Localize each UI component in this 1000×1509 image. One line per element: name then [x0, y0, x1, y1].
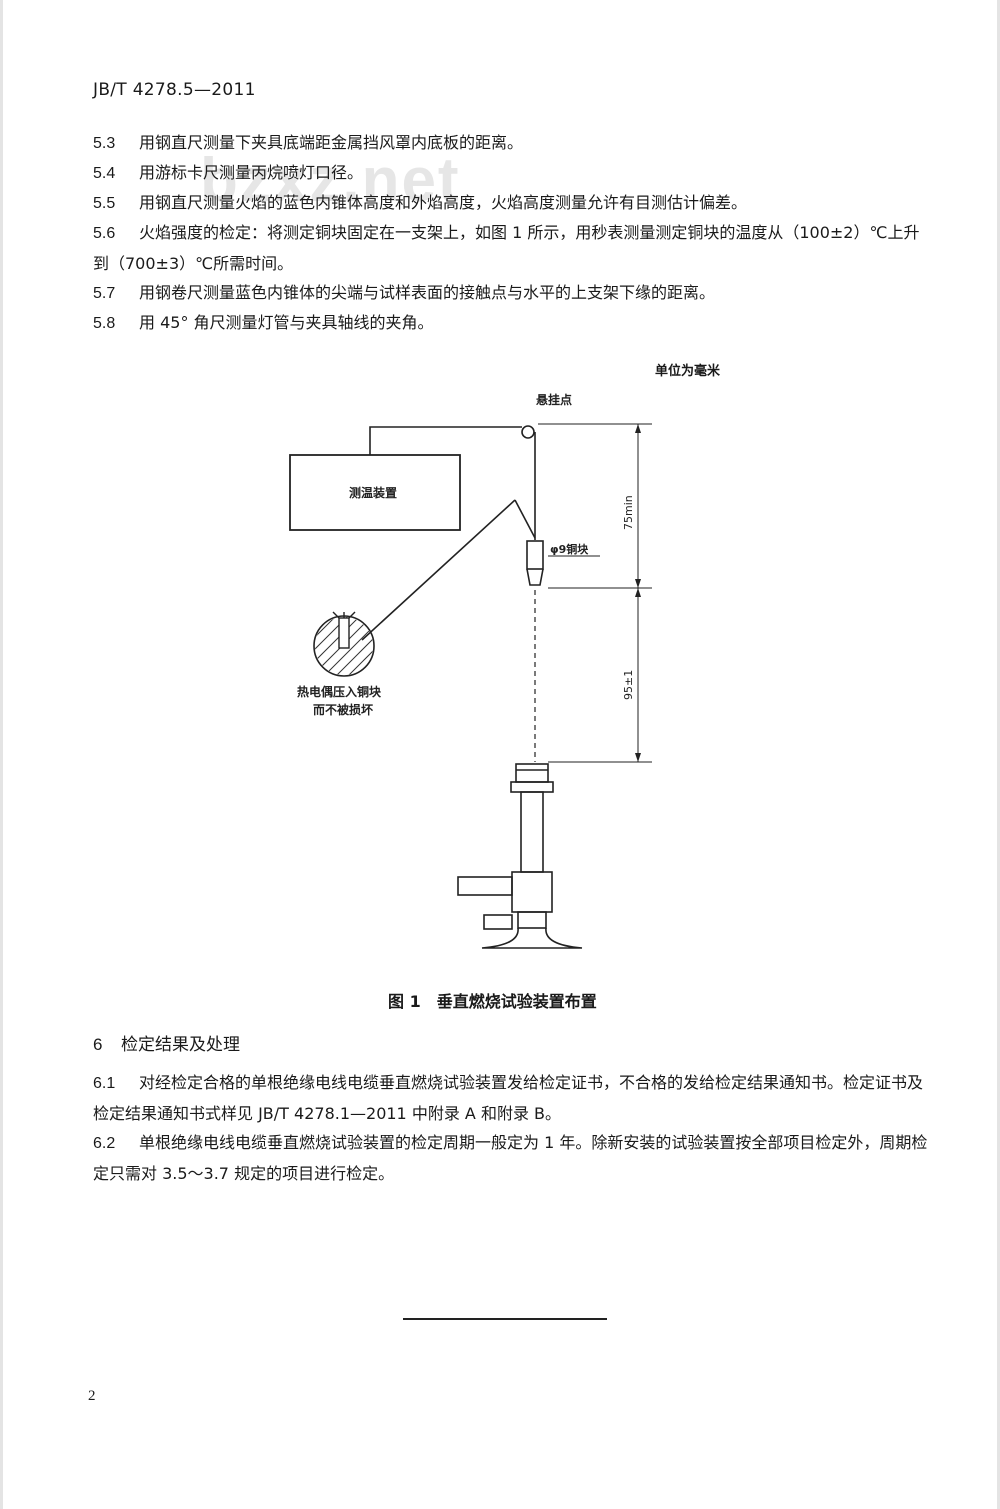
label-copper-block: φ9铜块: [550, 542, 589, 556]
wire: [369, 426, 522, 455]
clause-number: 5.3: [93, 135, 116, 152]
clause-text: 对经检定合格的单根绝缘电线电缆垂直燃烧试验装置发给检定证书，不合格的发给检定结果…: [93, 1073, 924, 1123]
burner-body: [511, 871, 553, 913]
clause-5-7: 5.7 用钢卷尺测量蓝色内锥体的尖端与试样表面的接触点与水平的上支架下缘的距离。: [93, 278, 933, 309]
gas-inlet-upper: [457, 876, 513, 896]
clause-5-3: 5.3 用钢直尺测量下夹具底端距金属挡风罩内底板的距离。: [93, 128, 933, 159]
thermocouple-probe: [338, 617, 350, 649]
clause-number: 6.1: [93, 1075, 116, 1092]
figure-caption: 图 1 垂直燃烧试验装置布置: [388, 992, 597, 1011]
clause-text: 单根绝缘电线电缆垂直燃烧试验装置的检定周期一般定为 1 年。除新安装的试验装置按…: [93, 1133, 928, 1183]
clause-text: 用游标卡尺测量丙烷喷灯口径。: [139, 163, 364, 182]
standard-number-header: JB/T 4278.5—2011: [93, 80, 256, 100]
clause-text: 用钢卷尺测量蓝色内锥体的尖端与试样表面的接触点与水平的上支架下缘的距离。: [139, 283, 716, 302]
section-title: 检定结果及处理: [121, 1035, 240, 1055]
clause-number: 5.4: [93, 165, 116, 182]
temperature-device-box: [289, 454, 461, 531]
burner-base: [481, 927, 583, 949]
thermocouple-leader: [361, 499, 516, 641]
label-thermocouple-line1: 热电偶压入铜块: [297, 684, 382, 699]
label-suspension-point: 悬挂点: [535, 392, 572, 407]
gas-inlet-lower: [483, 914, 513, 930]
section-number: 6: [93, 1035, 103, 1054]
clause-5-5: 5.5 用钢直尺测量火焰的蓝色内锥体高度和外焰高度，火焰高度测量允许有目测估计偏差…: [93, 188, 933, 219]
unit-note: 单位为毫米: [655, 364, 721, 379]
clause-number: 5.7: [93, 285, 116, 302]
burner-nozzle: [515, 763, 549, 783]
probe-rays: [332, 611, 356, 619]
label-dim-95: 95±1: [622, 670, 635, 700]
label-temperature-device: 测温装置: [349, 485, 397, 500]
clause-text: 用钢直尺测量火焰的蓝色内锥体高度和外焰高度，火焰高度测量允许有目测估计偏差。: [139, 193, 748, 212]
burner: [457, 763, 583, 949]
clause-5-8: 5.8 用 45° 角尺测量灯管与夹具轴线的夹角。: [93, 308, 933, 339]
page-number: 2: [88, 1388, 96, 1404]
burner-stem: [517, 911, 547, 929]
copper-block: [526, 540, 544, 570]
clause-number: 5.5: [93, 195, 116, 212]
watermark: bzxz.net: [200, 146, 461, 215]
burner-tube: [520, 791, 544, 873]
clause-text: 火焰强度的检定：将测定铜块固定在一支架上，如图 1 所示，用秒表测量测定铜块的温…: [93, 223, 920, 273]
burner-collar: [510, 781, 554, 793]
clause-text: 用 45° 角尺测量灯管与夹具轴线的夹角。: [139, 313, 434, 332]
end-rule: [403, 1318, 607, 1320]
section-6-heading: 6 检定结果及处理: [93, 1030, 240, 1055]
thermocouple-lead: [514, 499, 536, 539]
clause-number: 6.2: [93, 1135, 116, 1152]
clause-number: 5.6: [93, 225, 116, 242]
suspension-point: [521, 425, 535, 439]
clause-number: 5.8: [93, 315, 116, 332]
copper-block-tip: [526, 568, 544, 586]
label-thermocouple-line2: 而不被损坏: [313, 702, 373, 717]
clause-5-4: 5.4 用游标卡尺测量丙烷喷灯口径。: [93, 158, 933, 189]
dim-arrows: [635, 424, 641, 762]
clause-text: 用钢直尺测量下夹具底端距金属挡风罩内底板的距离。: [139, 133, 524, 152]
label-dim-75min: 75min: [622, 495, 635, 530]
